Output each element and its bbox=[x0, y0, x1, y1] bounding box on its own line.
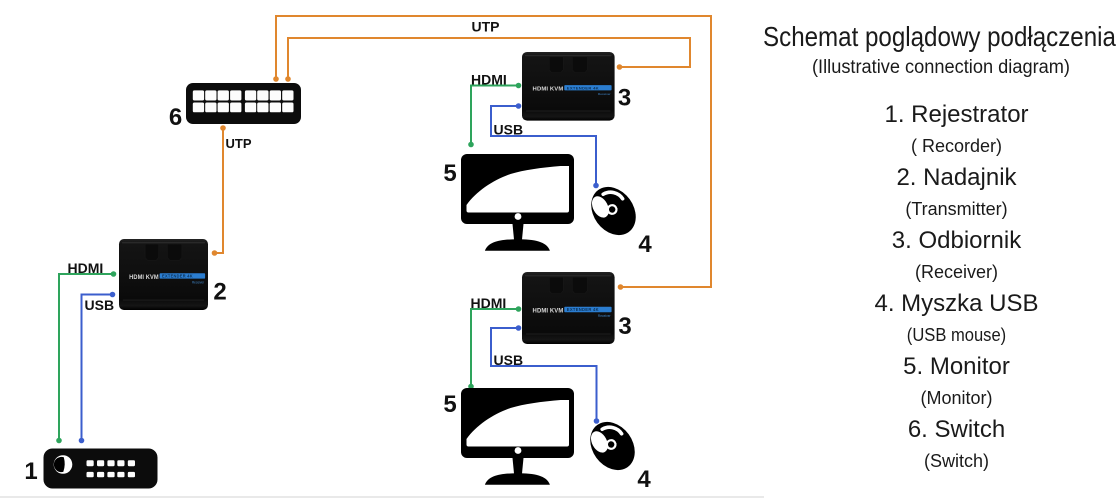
svg-text:UTP: UTP bbox=[226, 136, 252, 151]
svg-text:4: 4 bbox=[637, 466, 651, 493]
svg-text:USB: USB bbox=[494, 352, 524, 368]
svg-text:USB: USB bbox=[494, 122, 524, 138]
svg-text:5: 5 bbox=[443, 160, 456, 187]
svg-text:5: 5 bbox=[443, 391, 456, 418]
svg-text:UTP: UTP bbox=[472, 19, 500, 35]
svg-text:6: 6 bbox=[169, 104, 182, 131]
svg-text:HDMI: HDMI bbox=[68, 260, 104, 276]
svg-text:3: 3 bbox=[618, 313, 631, 340]
svg-text:3: 3 bbox=[618, 85, 631, 112]
svg-text:USB: USB bbox=[85, 297, 115, 313]
svg-text:HDMI: HDMI bbox=[471, 295, 507, 311]
svg-text:4: 4 bbox=[638, 231, 652, 258]
svg-text:1: 1 bbox=[24, 458, 37, 485]
svg-text:2: 2 bbox=[213, 279, 226, 306]
svg-text:HDMI: HDMI bbox=[471, 72, 507, 88]
